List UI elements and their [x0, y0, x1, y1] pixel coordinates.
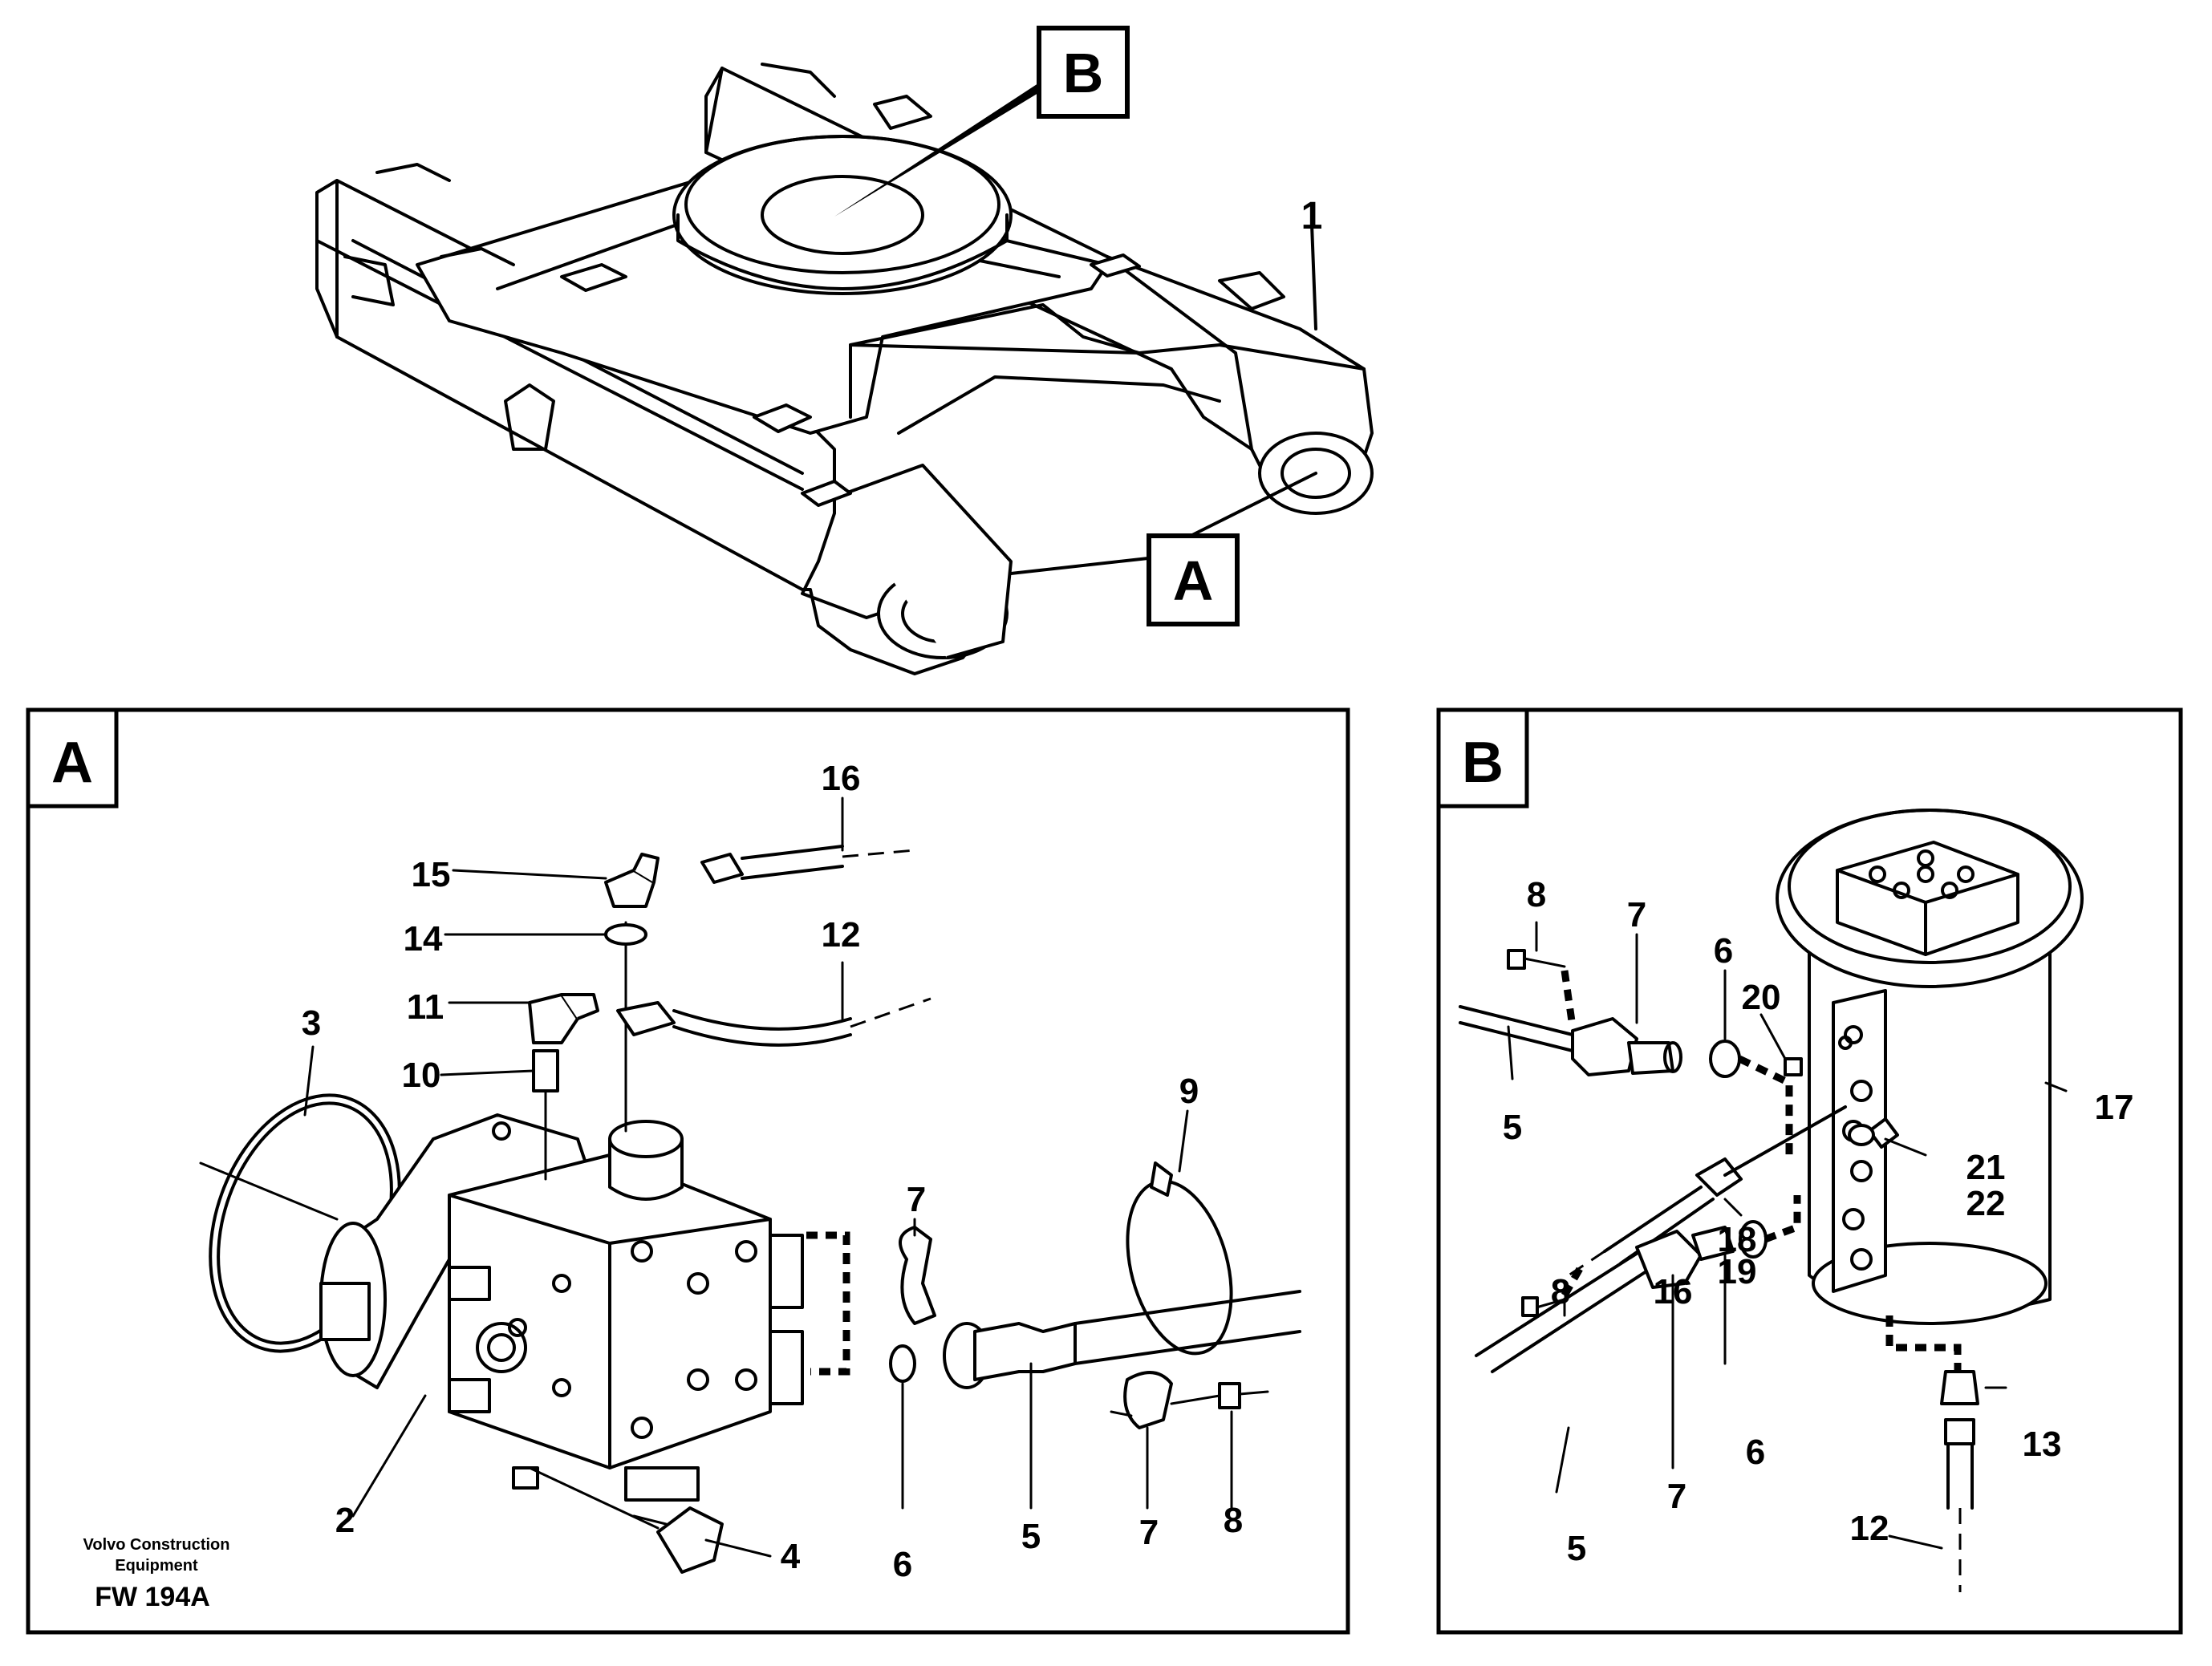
label-19: 19 [1718, 1252, 1757, 1291]
label-2: 2 [335, 1501, 355, 1540]
panel-a-tag: A [51, 731, 93, 795]
label-21: 21 [1966, 1148, 2006, 1187]
label-14: 14 [404, 919, 443, 959]
label-10: 10 [402, 1056, 441, 1095]
callout-b: B [1037, 26, 1130, 119]
figure-code: FW 194A [95, 1582, 210, 1612]
label-3: 3 [302, 1003, 321, 1043]
svg-text:A: A [1173, 549, 1214, 612]
label-20: 20 [1742, 978, 1781, 1017]
publisher-line-2: Equipment [115, 1557, 198, 1575]
publisher-line-1: Volvo Construction [83, 1536, 230, 1554]
label-5-upper: 5 [1503, 1108, 1522, 1147]
label-frame-1: 1 [1301, 195, 1323, 237]
label-6-upper: 6 [1714, 931, 1733, 971]
svg-text:B: B [1063, 42, 1104, 104]
label-7-upper: 7 [1627, 895, 1646, 934]
label-8-upper: 8 [1527, 875, 1546, 914]
label-16: 16 [822, 759, 861, 798]
panel-a: A [26, 707, 1350, 1635]
label-5: 5 [1021, 1517, 1041, 1556]
label-4: 4 [781, 1537, 801, 1576]
label-6-lower: 6 [1746, 1433, 1765, 1472]
label-11: 11 [407, 987, 444, 1027]
callout-a: A [1147, 533, 1240, 626]
label-7-lower: 7 [1667, 1477, 1686, 1516]
undercarriage-frame-drawing [315, 63, 1374, 675]
label-9: 9 [1179, 1072, 1199, 1111]
label-7-lower: 7 [1139, 1513, 1159, 1552]
label-15: 15 [412, 855, 451, 894]
label-22: 22 [1966, 1184, 2006, 1223]
label-5-lower: 5 [1567, 1529, 1586, 1568]
label-13: 13 [2023, 1425, 2062, 1464]
panel-b: B [1436, 707, 2183, 1635]
label-8: 8 [1224, 1501, 1243, 1540]
label-17: 17 [2095, 1088, 2134, 1127]
label-18: 18 [1718, 1220, 1757, 1259]
label-12: 12 [822, 915, 861, 955]
label-16: 16 [1654, 1272, 1693, 1311]
panel-b-tag: B [1462, 731, 1504, 795]
label-7-upper: 7 [907, 1180, 926, 1219]
label-12: 12 [1850, 1509, 1889, 1548]
label-6: 6 [893, 1545, 912, 1584]
label-8-lower: 8 [1551, 1272, 1570, 1311]
